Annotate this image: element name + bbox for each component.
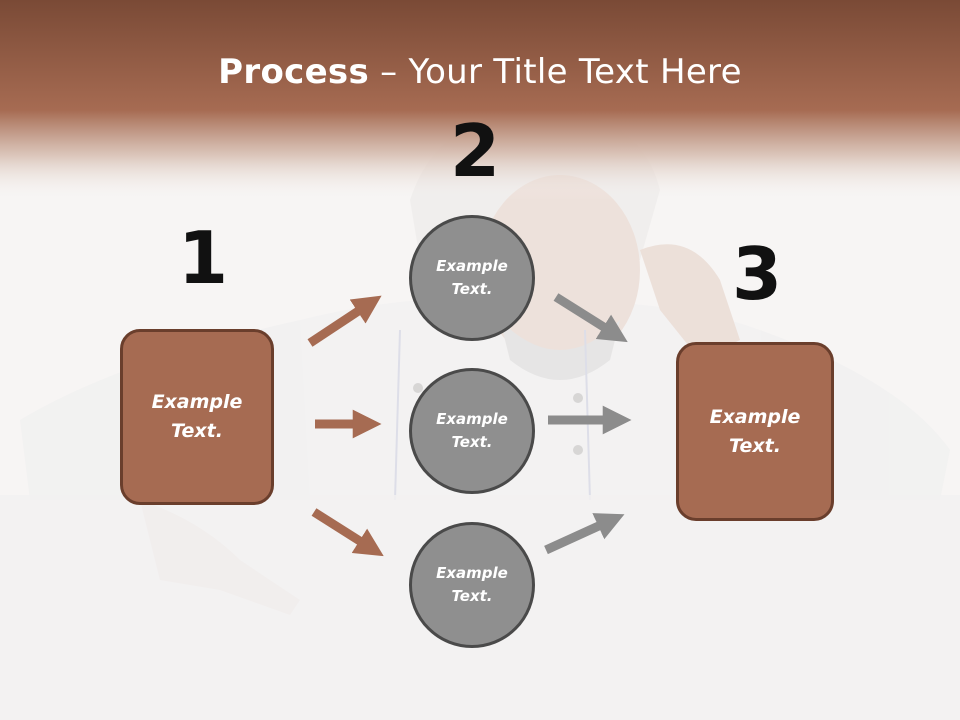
arrow-circle3-to-box3	[544, 513, 625, 555]
arrow-box1-to-circle3	[311, 508, 384, 557]
circle-2-label-line1: Example	[436, 410, 508, 428]
circle-1-label-line2: Text.	[451, 280, 493, 298]
step-2-circle-bottom[interactable]: Example Text.	[409, 522, 535, 648]
arrow-box1-to-circle1	[307, 295, 382, 347]
title-rest: – Your Title Text Here	[369, 52, 742, 92]
circle-1-label-line1: Example	[436, 257, 508, 275]
header-band	[0, 0, 960, 200]
arrow-circle1-to-box3	[553, 293, 628, 343]
circle-3-label-line2: Text.	[451, 587, 493, 605]
step-number-1: 1	[178, 216, 229, 300]
step-1-label-line1: Example	[151, 391, 243, 413]
step-2-circle-middle[interactable]: Example Text.	[409, 368, 535, 494]
step-1-box[interactable]: Example Text.	[120, 329, 274, 505]
slide-title: Process – Your Title Text Here	[0, 52, 960, 92]
step-3-box[interactable]: Example Text.	[676, 342, 834, 521]
title-bold: Process	[218, 52, 370, 92]
step-3-label-line1: Example	[709, 405, 801, 428]
circle-3-label-line1: Example	[436, 564, 508, 582]
circle-2-label-line2: Text.	[451, 433, 493, 451]
step-number-2: 2	[450, 109, 501, 193]
step-3-label-line2: Text.	[729, 434, 781, 457]
step-number-3: 3	[732, 232, 783, 316]
step-1-label-line2: Text.	[171, 420, 223, 442]
step-2-circle-top[interactable]: Example Text.	[409, 215, 535, 341]
